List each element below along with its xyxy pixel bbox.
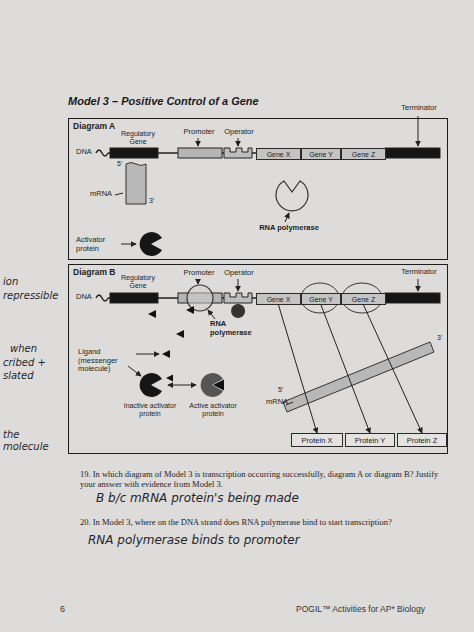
bound-activator bbox=[231, 304, 245, 318]
part-label: Terminator bbox=[394, 268, 444, 277]
handwritten-note: cribed + bbox=[3, 357, 59, 369]
part-label: DNA bbox=[76, 293, 96, 302]
gene-to-protein-arrow bbox=[364, 305, 423, 433]
figure-title: Model 3 – Positive Control of a Gene bbox=[68, 95, 259, 107]
protein-name: Protein Z bbox=[407, 436, 437, 445]
gene-name: Gene Z bbox=[352, 296, 375, 303]
footer-text: POGIL™ Activities for AP* Biology bbox=[296, 605, 466, 615]
activator-protein-shape bbox=[140, 232, 162, 256]
gene-name: Gene X bbox=[267, 296, 291, 303]
part-label: Active activator protein bbox=[186, 402, 240, 418]
frame-heading: Diagram A bbox=[73, 121, 115, 131]
part-label: Ligand (messenger molecule) bbox=[78, 348, 134, 374]
mrna-strip bbox=[126, 163, 146, 205]
gene-name: Gene X bbox=[267, 151, 291, 158]
mrna-strip bbox=[283, 342, 434, 412]
question-text: 20. In Model 3, where on the DNA strand … bbox=[80, 518, 452, 528]
gene-name: Gene Z bbox=[352, 151, 375, 158]
active-activator bbox=[201, 373, 224, 397]
part-label: 5' bbox=[117, 160, 127, 168]
part-label: Operator bbox=[218, 128, 260, 137]
gene-to-protein-arrow bbox=[321, 305, 370, 433]
part-label: mRNA bbox=[90, 190, 114, 199]
part-label: RNA polymerase bbox=[210, 320, 260, 337]
part-label: 3' bbox=[149, 197, 159, 205]
part-label: RNA polymerase bbox=[244, 224, 334, 233]
ligand-molecules bbox=[148, 306, 194, 382]
question-text: 19. In which diagram of Model 3 is trans… bbox=[80, 470, 452, 490]
protein-box: Protein X bbox=[291, 433, 343, 447]
part-label: Operator bbox=[218, 269, 260, 278]
handwritten-note: the molecule bbox=[3, 429, 65, 452]
gene-name: Gene Y bbox=[309, 296, 333, 303]
inactive-activator bbox=[140, 373, 162, 397]
diagram-frame: Diagram B Gene X Gene Y Gene Z Protein X Prot… bbox=[68, 264, 448, 454]
rna-polymerase-shape bbox=[276, 181, 308, 211]
leader-arrows bbox=[115, 116, 418, 244]
handwritten-note: slated bbox=[3, 370, 59, 382]
frame-heading: Diagram B bbox=[73, 267, 116, 277]
diagram-frame: Diagram A Gene X Gene Y Gene Z bbox=[68, 118, 448, 260]
part-label: DNA bbox=[76, 148, 96, 157]
gene-segment: Gene Y bbox=[301, 293, 341, 305]
gene-segment: Gene X bbox=[256, 148, 301, 160]
protein-box: Protein Z bbox=[397, 433, 447, 447]
part-label: mRNA bbox=[266, 398, 292, 407]
gene-to-protein-arrow bbox=[279, 305, 318, 433]
protein-box: Protein Y bbox=[345, 433, 395, 447]
part-label: Promoter bbox=[178, 128, 220, 137]
gene-segment: Gene Z bbox=[341, 148, 386, 160]
footer-text: 6 bbox=[60, 604, 80, 614]
part-label: 3' bbox=[437, 334, 447, 342]
handwritten-note: repressible bbox=[3, 290, 65, 302]
part-label: Activator protein bbox=[76, 236, 120, 253]
protein-name: Protein X bbox=[302, 436, 333, 445]
gene-name: Gene Y bbox=[309, 151, 333, 158]
bound-rna-polymerase bbox=[187, 285, 213, 311]
part-label: Regulatory Gene bbox=[114, 274, 162, 290]
gene-segment: Gene Y bbox=[301, 148, 341, 160]
part-label: Promoter bbox=[178, 269, 220, 278]
handwritten-note: ion bbox=[3, 276, 43, 288]
handwritten-note: B b/c mRNA protein's being made bbox=[96, 492, 436, 506]
part-label: Regulatory Gene bbox=[114, 130, 162, 146]
part-label: Terminator bbox=[394, 104, 444, 113]
part-label: Inactive activator protein bbox=[122, 402, 178, 418]
part-label: 5' bbox=[278, 386, 288, 394]
handwritten-note: RNA polymerase binds to promoter bbox=[88, 534, 428, 548]
protein-name: Protein Y bbox=[355, 436, 386, 445]
handwritten-note: when bbox=[10, 343, 60, 355]
gene-segment: Gene X bbox=[256, 293, 301, 305]
gene-segment: Gene Z bbox=[341, 293, 386, 305]
